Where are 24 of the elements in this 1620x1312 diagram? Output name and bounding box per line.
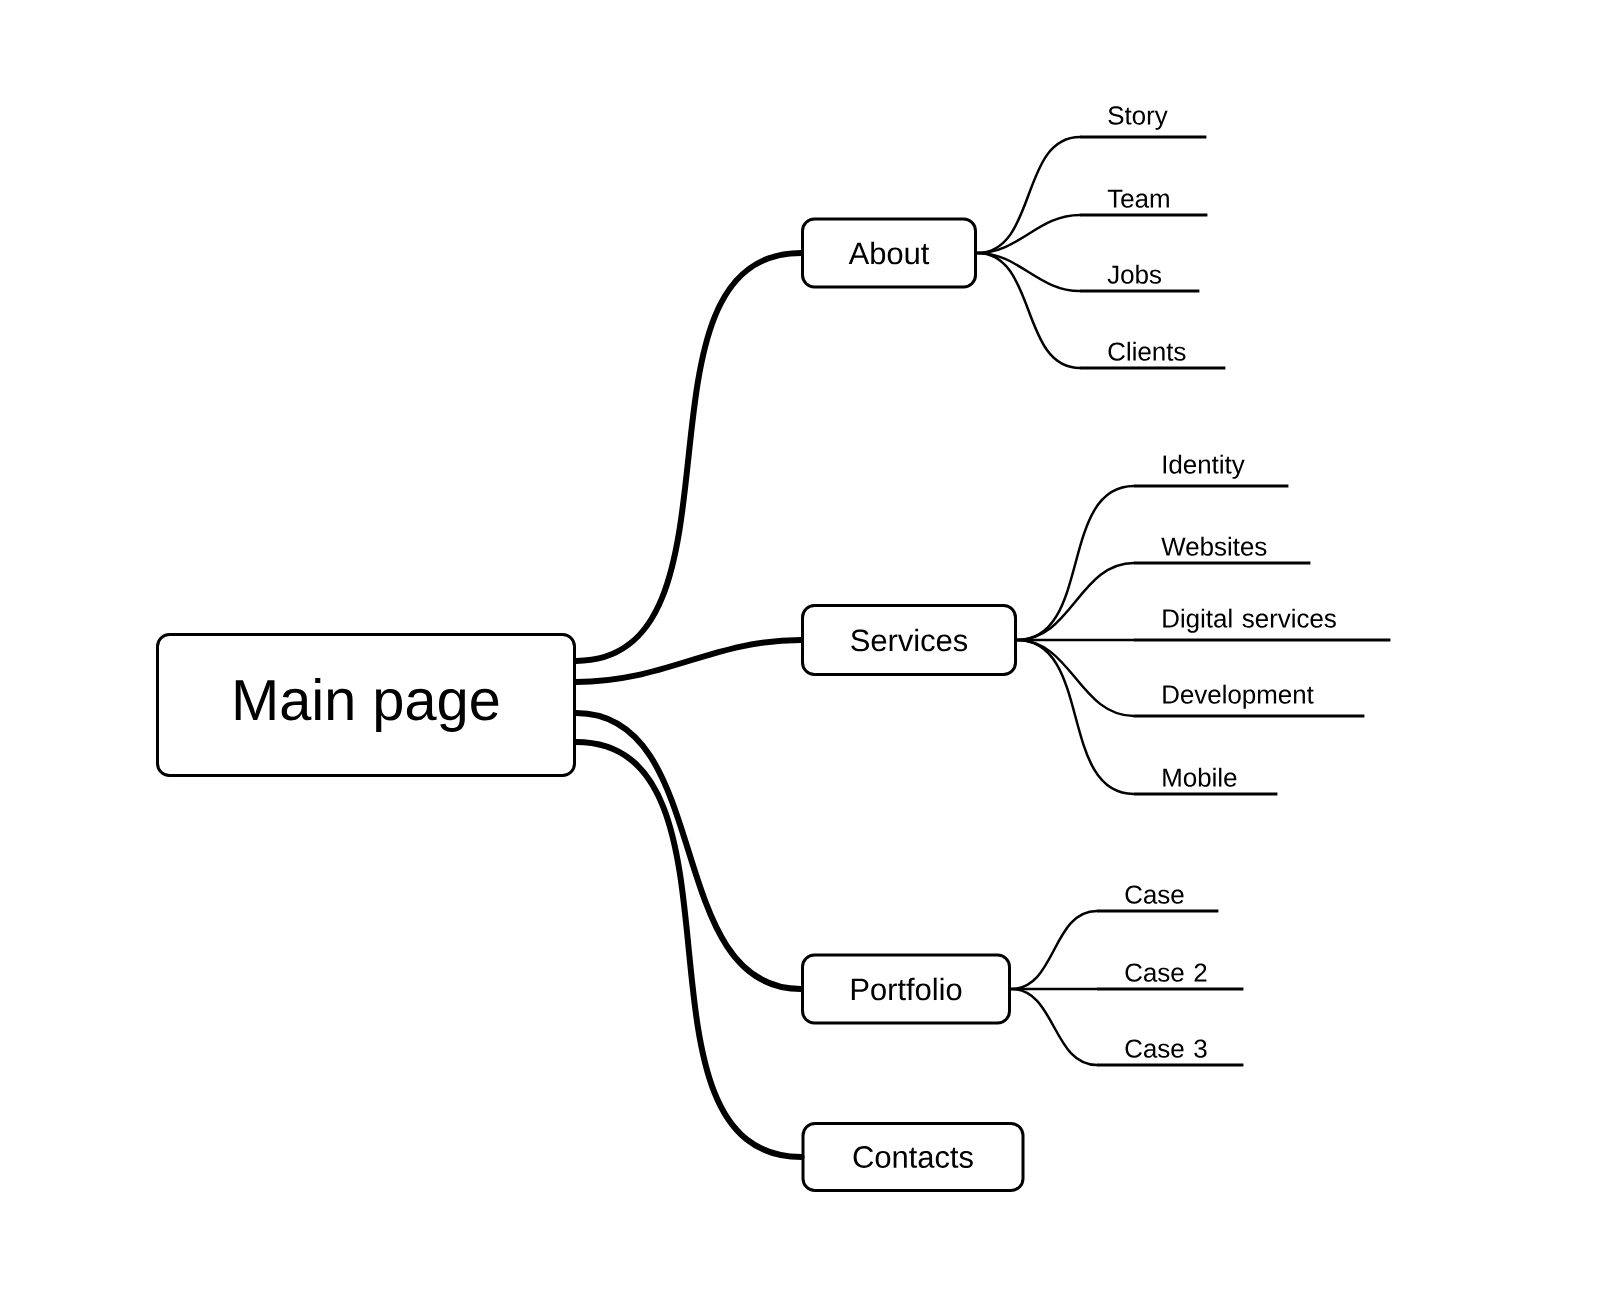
connector-line: [573, 637, 804, 685]
subtopic-label: Mobile: [1134, 767, 1278, 796]
topic-box: About: [801, 217, 977, 289]
subtopic-label: Websites: [1134, 536, 1311, 565]
subtopic-label: Jobs: [1080, 264, 1200, 293]
subtopic-label: Case: [1097, 885, 1219, 913]
subtopic-label: Case 2: [1097, 963, 1244, 991]
connector-line: [1009, 987, 1099, 1067]
subtopic-label: Story: [1080, 106, 1207, 139]
subtopic-label: Team: [1080, 189, 1208, 217]
subtopic-label: Clients: [1080, 341, 1226, 370]
connector-line: [573, 739, 805, 1160]
connector-line: [1015, 638, 1136, 796]
connector-line: [573, 250, 804, 664]
connector-line: [573, 710, 804, 992]
subtopic-label: Development: [1134, 684, 1365, 718]
topic-box: Services: [801, 604, 1017, 676]
subtopic-label: Identity: [1134, 454, 1289, 488]
subtopic-label: Case 3: [1097, 1039, 1244, 1067]
topic-box: Portfolio: [801, 953, 1011, 1025]
topic-box: Contacts: [801, 1122, 1025, 1192]
subtopic-label: Digital services: [1134, 608, 1391, 642]
main-topic-box: Main page: [156, 633, 576, 777]
connector-line: [975, 251, 1082, 370]
